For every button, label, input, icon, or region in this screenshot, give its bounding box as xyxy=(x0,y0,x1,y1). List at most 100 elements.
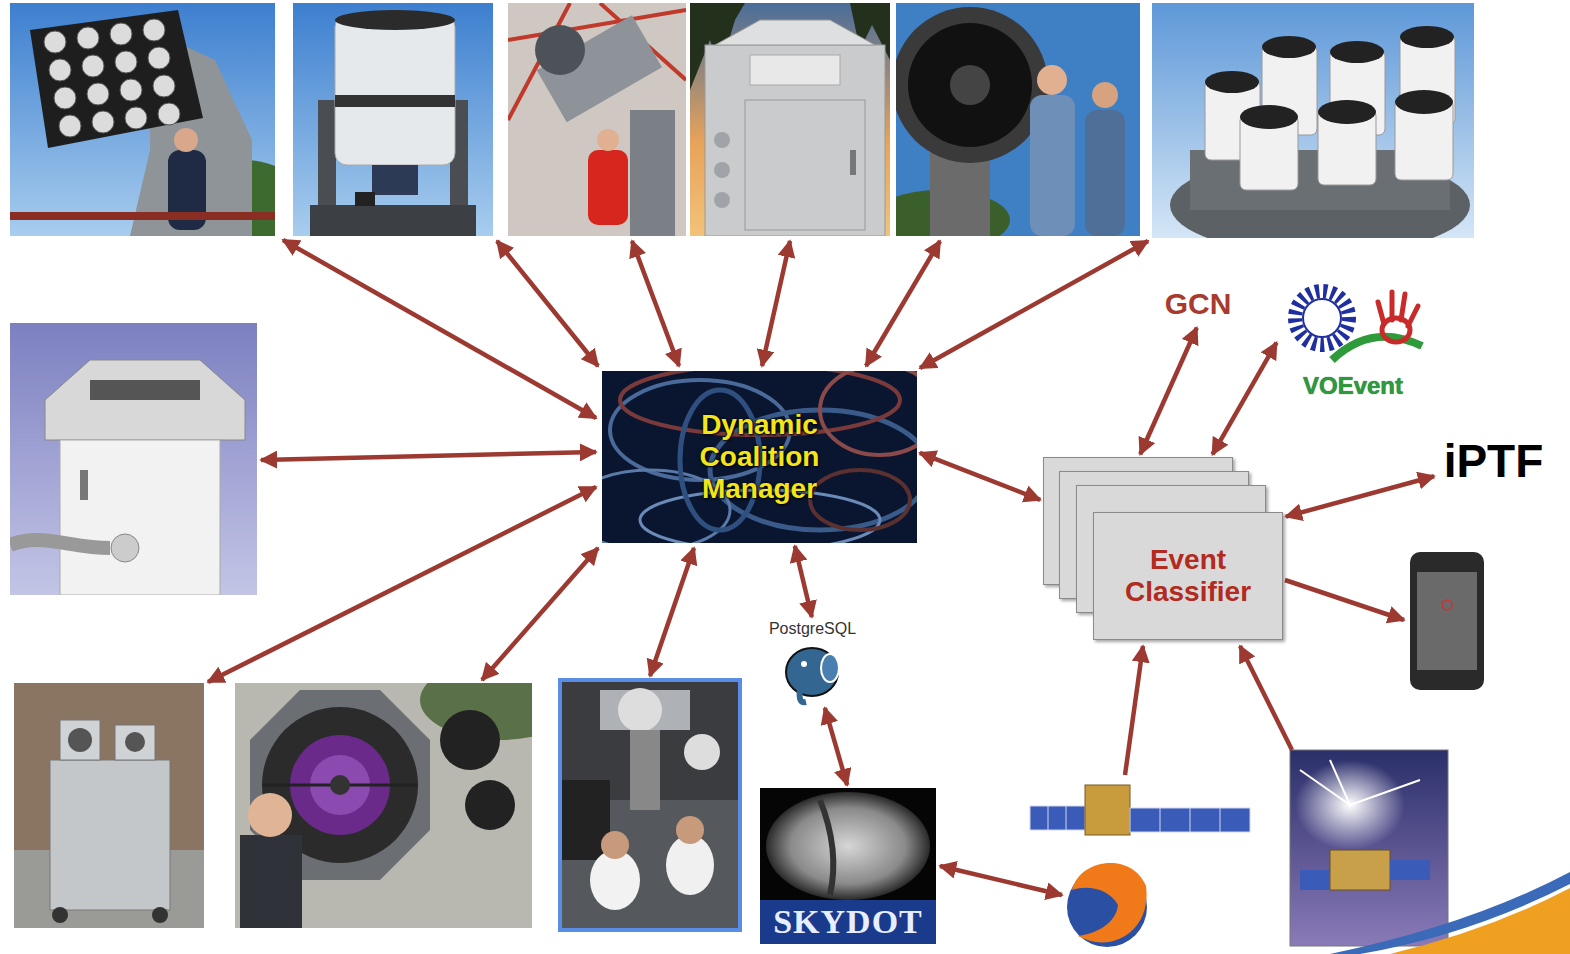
phone-icon-part xyxy=(1442,600,1452,610)
telescope-photo-part xyxy=(60,720,100,760)
telescope-photo-part xyxy=(310,205,476,236)
telescope-photo-part xyxy=(174,128,198,152)
telescope-photo-part xyxy=(1330,41,1384,63)
telescope-photo-part xyxy=(130,30,252,236)
telescope-photo-part xyxy=(44,31,66,53)
telescope-photo-part xyxy=(714,192,730,208)
satellite-image-part xyxy=(1300,760,1420,805)
telescope-photo-part xyxy=(30,10,203,148)
telescope-photo xyxy=(235,683,532,928)
telescope-photo xyxy=(560,680,740,930)
telescope-photo-part xyxy=(45,360,245,440)
satellite-icon-part xyxy=(1190,808,1191,832)
browser-icon-part xyxy=(1072,863,1147,942)
satellite-icon-part xyxy=(1085,785,1130,835)
feed-logo-text: VOEvent xyxy=(1303,372,1403,400)
phone-icon xyxy=(1410,552,1484,690)
satellite-icon-part xyxy=(1048,806,1049,830)
telescope-photo-part xyxy=(318,100,336,210)
cable-tangle-image-part xyxy=(602,371,917,543)
satellite-icon-part xyxy=(1130,808,1250,832)
telescope-photo-part xyxy=(1092,82,1118,108)
telescope-photo-part xyxy=(896,7,1048,163)
telescope-link-part xyxy=(762,241,790,366)
telescope-link-part xyxy=(940,866,1062,895)
telescope-photo-part xyxy=(120,79,142,101)
telescope-photo-part xyxy=(59,115,81,137)
telescope-photo xyxy=(14,683,204,928)
telescope-photo-part xyxy=(676,816,704,844)
telescope-photo-part xyxy=(950,65,990,105)
voevent-logo-part xyxy=(1378,292,1418,326)
telescope-photo-part xyxy=(1037,65,1067,95)
telescope-photo xyxy=(896,3,1140,236)
page-sheet: Event Classifier xyxy=(1093,512,1283,640)
archive-image: SKYDOT xyxy=(760,788,936,944)
telescope-photo-part xyxy=(630,110,675,236)
database-logo: PostgreSQL xyxy=(755,620,870,705)
satellite-image-part xyxy=(1390,860,1430,880)
telescope-link-part xyxy=(208,487,596,682)
telescope-photo xyxy=(293,3,493,236)
link-arrow xyxy=(1212,343,1276,455)
satellite-icon xyxy=(1030,785,1250,835)
telescope-photo-part xyxy=(1152,3,1474,238)
telescope-photo-part xyxy=(152,907,168,923)
telescope-photo-part xyxy=(240,835,302,928)
telescope-photo-part xyxy=(508,10,686,40)
telescope-photo-part xyxy=(90,380,200,400)
satellite-image-part xyxy=(1290,750,1448,946)
telescope-link-part xyxy=(1240,646,1292,750)
telescope-link-part xyxy=(920,241,1148,368)
telescope-photo-part xyxy=(10,3,275,236)
telescope-link-part xyxy=(261,452,596,460)
telescope-photo-part xyxy=(850,150,856,175)
telescope-photo-part xyxy=(293,3,493,236)
corner-swoosh xyxy=(1330,872,1570,954)
telescope-link-part xyxy=(283,240,596,418)
telescope-photo-part xyxy=(908,23,1032,147)
phone-icon-part xyxy=(1410,552,1484,690)
telescope-photo-part xyxy=(465,780,515,830)
cable-tangle-image-part xyxy=(810,470,910,530)
telescope-photo-part xyxy=(1395,90,1453,114)
satellite-image-part xyxy=(1330,850,1390,890)
telescope-photo xyxy=(1152,3,1474,238)
satellite-icon-part xyxy=(1030,806,1085,830)
telescope-photo-part xyxy=(248,793,292,837)
telescope-photo-part xyxy=(1205,71,1259,93)
link-arrow xyxy=(920,453,1040,500)
telescope-photo-part xyxy=(77,27,99,49)
telescope-photo-part xyxy=(588,150,628,225)
skydot-image xyxy=(760,788,936,944)
link-arrow xyxy=(795,546,812,617)
skydot-image-part xyxy=(766,792,930,900)
telescope-photo-part xyxy=(125,107,147,129)
voevent-logo xyxy=(1295,291,1422,360)
telescope-photo-part xyxy=(235,683,532,928)
satellite-image xyxy=(1290,750,1448,946)
telescope-photo-part xyxy=(50,760,170,910)
telescope-photo-part xyxy=(630,730,660,810)
cable-tangle-image xyxy=(602,371,917,543)
telescope-photo-part xyxy=(440,710,500,770)
telescope-photo-part xyxy=(125,732,145,752)
voevent-logo-part xyxy=(1303,299,1341,337)
telescope-photo-part xyxy=(560,680,740,930)
telescope-link-part xyxy=(650,548,694,676)
feed-label: iPTF xyxy=(1437,432,1550,490)
telescope-photo-part xyxy=(111,534,139,562)
telescope-photo-part xyxy=(10,540,110,548)
telescope-photo xyxy=(690,3,890,236)
photo-frame xyxy=(560,680,740,930)
telescope-photo-part xyxy=(92,111,114,133)
voevent-logo-part xyxy=(1332,337,1422,360)
connectors xyxy=(795,328,1434,785)
telescope-photo-part xyxy=(714,162,730,178)
postgresql-elephant-part xyxy=(786,648,838,696)
satellite-image-part xyxy=(1300,870,1330,890)
telescope-photo-part xyxy=(618,688,662,732)
browser-icon xyxy=(1067,863,1147,947)
telescope-photo-part xyxy=(690,3,890,236)
